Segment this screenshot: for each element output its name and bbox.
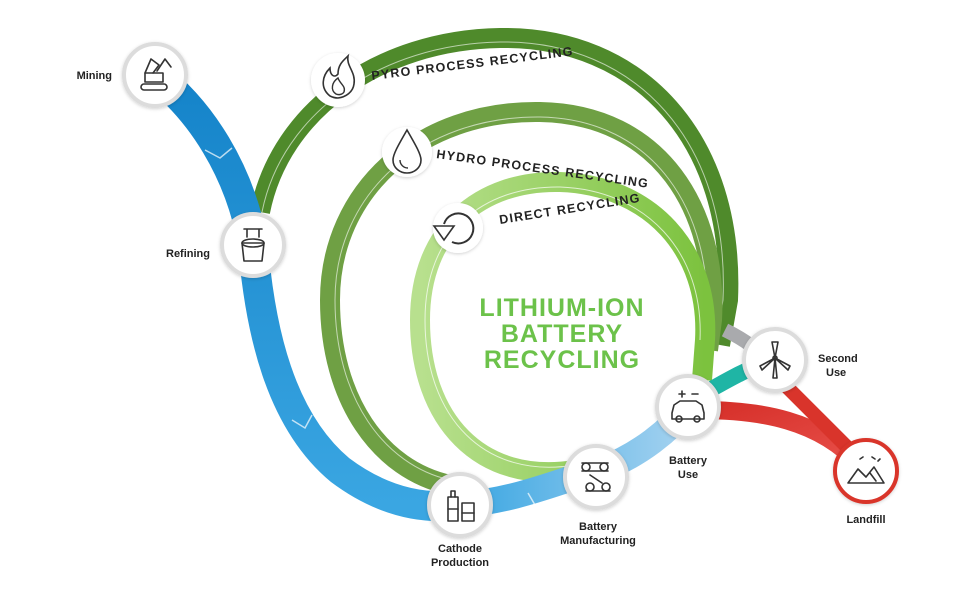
landfill-label: Landfill bbox=[846, 514, 885, 526]
node-manufacturing bbox=[563, 444, 629, 510]
title-line-3: RECYCLING bbox=[484, 346, 640, 374]
node-refining bbox=[220, 212, 286, 278]
direct-label: DIRECT RECYCLING bbox=[498, 191, 641, 227]
mining-label: Mining bbox=[77, 70, 112, 82]
electric-car-icon bbox=[671, 390, 705, 423]
chemical-tanks-icon bbox=[447, 490, 475, 522]
cathode-label-2: Production bbox=[431, 557, 489, 569]
manufacturing-label-1: Battery bbox=[579, 521, 618, 533]
recycle-arrow-icon bbox=[432, 203, 483, 253]
excavator-icon bbox=[140, 58, 172, 91]
title-line-1: LITHIUM-ION bbox=[479, 294, 644, 322]
refining-label: Refining bbox=[166, 248, 210, 260]
landfill-flow bbox=[699, 375, 867, 472]
battery-use-label-2: Use bbox=[678, 469, 698, 481]
node-cathode bbox=[427, 472, 493, 538]
node-mining bbox=[122, 42, 188, 108]
second-use-label-1: Second bbox=[818, 353, 858, 365]
title-line-2: BATTERY bbox=[501, 320, 623, 348]
pyro-process-arc bbox=[250, 27, 739, 347]
node-second-use bbox=[742, 327, 808, 393]
refining-bucket-icon bbox=[241, 228, 265, 262]
node-landfill bbox=[833, 438, 899, 504]
conveyor-icon bbox=[581, 462, 611, 492]
flame-icon bbox=[311, 53, 365, 107]
second-use-label-2: Use bbox=[826, 367, 846, 379]
wind-turbine-icon bbox=[759, 341, 791, 379]
cathode-label-1: Cathode bbox=[438, 543, 482, 555]
battery-use-label-1: Battery bbox=[669, 455, 708, 467]
node-battery-use bbox=[655, 374, 721, 440]
manufacturing-label-2: Manufacturing bbox=[560, 535, 636, 547]
water-drop-icon bbox=[382, 127, 432, 177]
landfill-icon bbox=[847, 456, 885, 484]
